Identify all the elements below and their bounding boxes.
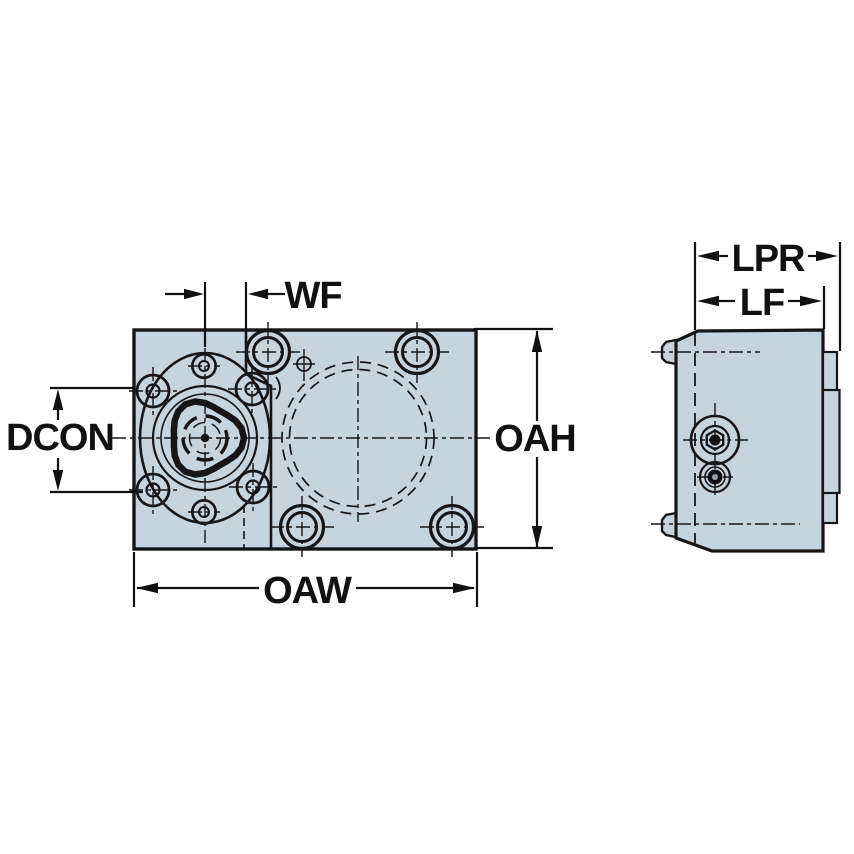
dimension-wf: WF	[165, 275, 343, 347]
wf-label: WF	[284, 275, 341, 317]
coupling-flange	[138, 351, 272, 525]
side-screws	[683, 403, 748, 499]
flange-screw	[188, 498, 220, 525]
dimension-oaw: OAW	[132, 552, 479, 612]
rear-strip-boss	[821, 388, 841, 495]
capto-polygon	[170, 398, 248, 478]
side-body	[674, 328, 825, 553]
flange-hole	[129, 466, 177, 514]
mounting-holes	[236, 322, 484, 557]
flange-tab-bottom	[660, 511, 678, 539]
flange-hole	[129, 367, 177, 415]
lpr-label: LPR	[732, 238, 806, 280]
set-screw	[698, 460, 732, 494]
oaw-label: OAW	[263, 570, 352, 612]
mounting-hole	[420, 496, 484, 557]
dimension-dcon: DCON	[6, 386, 143, 494]
mounting-hole	[236, 322, 300, 383]
dimension-oah: OAH	[474, 327, 577, 550]
hex-socket	[705, 429, 725, 451]
front-view	[112, 322, 493, 557]
clamp-screw-boss	[689, 414, 741, 466]
mounting-hole	[385, 322, 449, 383]
relief-arc	[275, 376, 281, 400]
oah-label: OAH	[494, 418, 575, 460]
center-point	[200, 433, 210, 443]
flange-hole	[228, 365, 276, 413]
flange-screw	[188, 352, 220, 379]
lf-label: LF	[740, 282, 784, 324]
datum-symbol	[293, 349, 315, 381]
flange-hole	[229, 463, 277, 511]
dcon-label: DCON	[6, 417, 114, 459]
flange-holes	[129, 352, 277, 525]
side-view	[651, 328, 841, 553]
dimension-lpr: LPR	[693, 238, 842, 351]
dimension-lf: LF	[697, 282, 826, 329]
mounting-hole	[270, 496, 334, 557]
hidden-bore	[281, 361, 435, 515]
